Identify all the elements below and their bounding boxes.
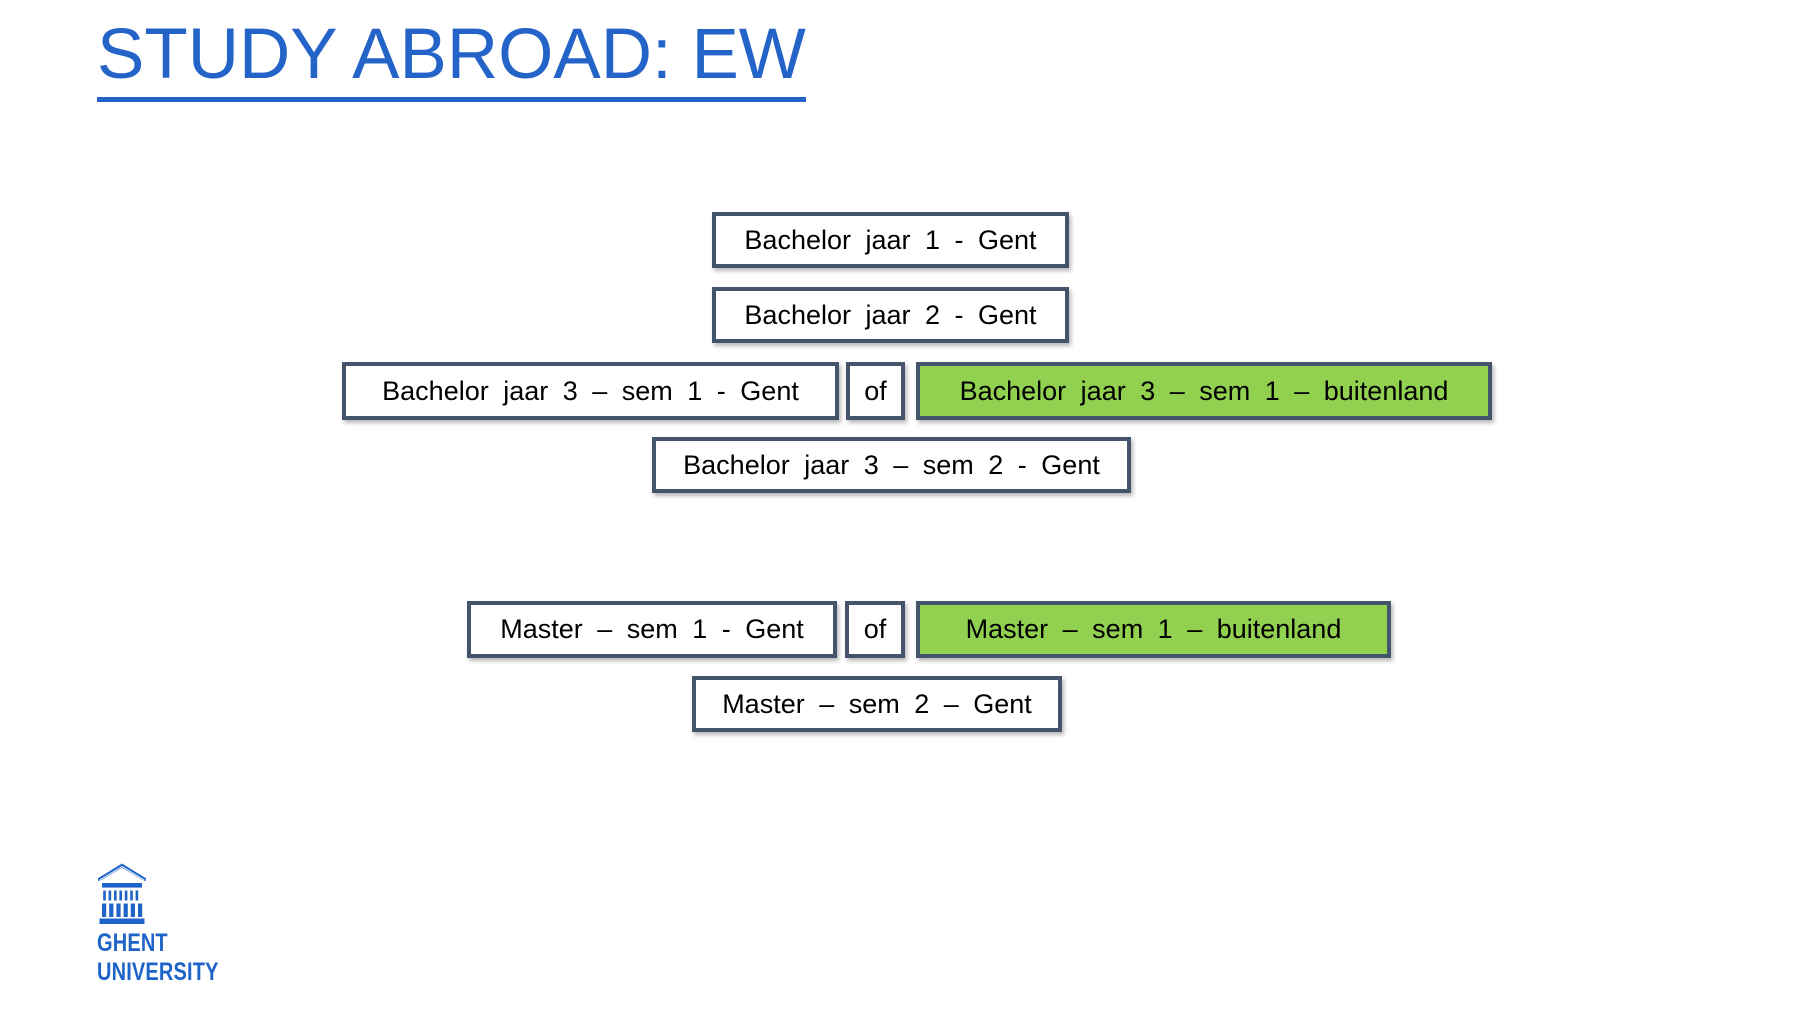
slide-title-text: STUDY ABROAD: EW xyxy=(97,17,806,102)
connector-of-bachelor: of xyxy=(846,362,905,420)
base-bar xyxy=(99,918,145,924)
logo-line-university: UNIVERSITY xyxy=(97,958,219,986)
logo-wordmark: GHENT UNIVERSITY xyxy=(97,929,219,987)
box-bachelor-jaar-2-gent: Bachelor jaar 2 - Gent xyxy=(712,287,1069,343)
box-bachelor-jaar-1-gent: Bachelor jaar 1 - Gent xyxy=(712,212,1069,268)
box-bachelor-jaar-3-sem-2-gent: Bachelor jaar 3 – sem 2 - Gent xyxy=(652,437,1131,493)
pediment-shape xyxy=(98,863,146,881)
connector-of-master: of xyxy=(845,601,905,658)
university-building-icon xyxy=(98,863,146,924)
box-bachelor-jaar-3-sem-1-buitenland: Bachelor jaar 3 – sem 1 – buitenland xyxy=(916,362,1492,420)
architrave-bar xyxy=(102,883,142,888)
box-master-sem-1-buitenland: Master – sem 1 – buitenland xyxy=(916,601,1391,658)
ghent-university-logo: GHENT UNIVERSITY xyxy=(97,862,237,987)
slide-title: STUDY ABROAD: EW xyxy=(97,17,806,102)
box-bachelor-jaar-3-sem-1-gent: Bachelor jaar 3 – sem 1 - Gent xyxy=(342,362,839,420)
box-master-sem-2-gent: Master – sem 2 – Gent xyxy=(692,676,1062,732)
box-master-sem-1-gent: Master – sem 1 - Gent xyxy=(467,601,837,658)
logo-line-ghent: GHENT xyxy=(97,929,168,957)
